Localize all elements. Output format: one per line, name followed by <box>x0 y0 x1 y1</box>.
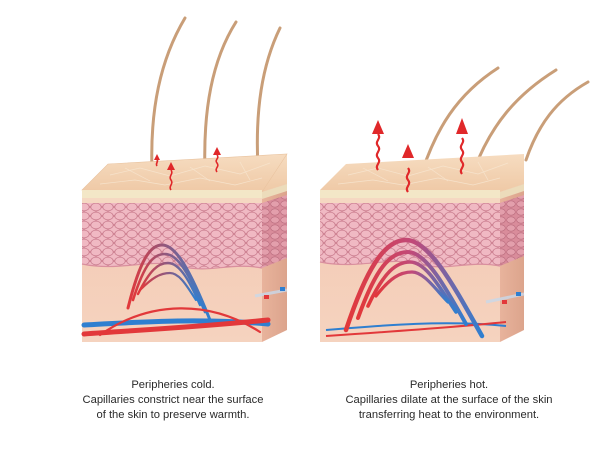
caption-line: transferring heat to the environment. <box>358 409 540 421</box>
capillary-loop <box>356 249 468 326</box>
capillary-loops <box>98 243 262 337</box>
capillary-loop <box>374 270 450 304</box>
capillary-loops <box>343 237 485 339</box>
hair-strands <box>420 66 590 174</box>
hot-skin-diagram <box>319 66 590 342</box>
hair-strand <box>524 80 590 162</box>
dermis-cell-layer <box>320 203 500 267</box>
cold-skin-diagram <box>81 16 288 342</box>
dermis-cell-layer <box>82 203 262 269</box>
hair-strand <box>150 16 187 172</box>
hair-strand <box>255 26 282 170</box>
heat-arrow <box>456 118 468 175</box>
caption-line: Peripheries hot. <box>409 379 489 391</box>
hair-strand <box>203 20 238 174</box>
capillary-loop <box>366 260 458 314</box>
capillary-loop <box>138 271 198 302</box>
caption-line: Capillaries constrict near the surface <box>82 394 264 406</box>
heat-arrow <box>402 144 414 193</box>
caption-line: Capillaries dilate at the surface of the… <box>345 394 553 406</box>
epidermis-top-surface <box>82 154 287 192</box>
epidermis-band <box>82 190 262 198</box>
hot-caption: Peripheries hot. Capillaries dilate at t… <box>296 378 602 423</box>
hot-skin-panel: Peripheries hot. Capillaries dilate at t… <box>306 0 612 457</box>
hair-strand <box>472 68 558 172</box>
caption-line: Peripheries cold. <box>131 379 215 391</box>
hair-strand <box>420 66 500 174</box>
cold-caption: Peripheries cold. Capillaries constrict … <box>20 378 326 423</box>
epidermis-band <box>320 190 500 198</box>
heat-arrow <box>372 120 384 171</box>
capillary-loop <box>131 252 207 314</box>
epidermis-top-surface <box>320 154 524 192</box>
caption-line: of the skin to preserve warmth. <box>96 409 250 421</box>
hair-strands <box>150 16 282 174</box>
capillary-loop <box>126 243 212 322</box>
heat-arrows <box>154 147 221 191</box>
heat-arrow <box>154 154 160 167</box>
heat-arrow <box>213 147 221 173</box>
heat-arrow <box>167 162 175 191</box>
capillary-loop <box>98 307 262 337</box>
capillary-loop <box>343 237 485 339</box>
capillary-loop <box>136 261 202 307</box>
cold-skin-panel: Peripheries cold. Capillaries constrict … <box>81 16 288 421</box>
artery <box>325 321 507 337</box>
heat-arrows <box>372 118 468 193</box>
